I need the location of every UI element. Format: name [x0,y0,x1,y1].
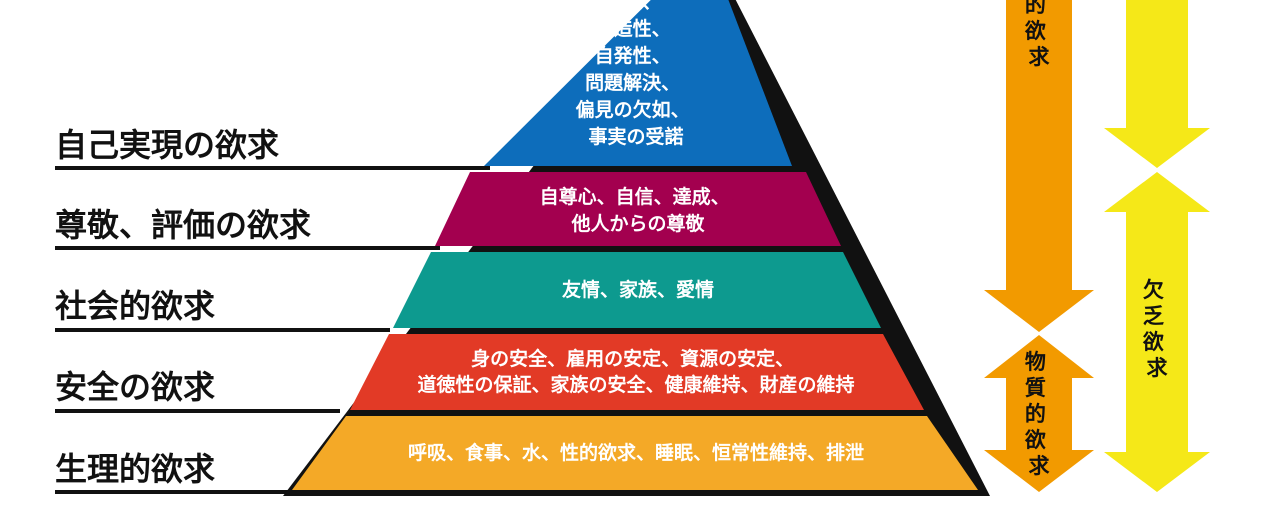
yellow-arrow-double [1104,172,1210,492]
tier-line: 自尊心、自信、達成、 [540,185,730,208]
label-char: 質 [1025,376,1046,400]
pyramid-tier-esteem [435,172,841,246]
level-label-physiological: 生理的欲求 [55,450,215,488]
tier-line: 道徳性の保証、家族の安全、健康維持、財産の維持 [417,373,854,396]
orange-bottom-label: 物 質 的 欲 求 [1024,350,1053,478]
label-char: 求 [1029,45,1050,69]
level-labels: 自己実現の欲求 尊敬、評価の欲求 社会的欲求 安全の欲求 生理的欲求 [55,126,490,494]
level-label-social: 社会的欲求 [55,287,215,325]
tier-line: 友情、家族、愛情 [562,278,714,301]
orange-arrow-double [984,335,1094,492]
tier-line: 身の安全、雇用の安定、資源の安定、 [471,347,794,370]
yellow-arrows: 欠 乏 欲 求 [1104,0,1210,492]
label-char: 欲 [1142,330,1164,354]
pyramid-tier-social [393,252,881,328]
tier-line: 問題解決、 [585,71,680,94]
label-char: 乏 [1143,304,1164,328]
tier-text-safety: 身の安全、雇用の安定、資源の安定、 道徳性の保証、家族の安全、健康維持、財産の維… [417,347,854,396]
level-label-safety: 安全の欲求 [55,368,215,406]
tier-text-social: 友情、家族、愛情 [562,278,714,301]
tier-line: 自発性、 [595,44,671,67]
label-char: 的 [1025,0,1046,17]
orange-arrows: 的 欲 求 物 質 的 欲 求 [984,0,1094,492]
tier-line: 事実の受諾 [588,125,683,148]
label-char: 欠 [1143,278,1164,302]
orange-arrow-down [984,0,1094,332]
label-char: 求 [1029,454,1050,478]
tier-text-self-actualization: 道徳、 創造性、 自発性、 問題解決、 偏見の欠如、 事実の受諾 [576,0,697,148]
tier-line: 他人からの尊敬 [570,212,705,235]
yellow-label: 欠 乏 欲 求 [1142,278,1171,380]
tier-text-physiological: 呼吸、食事、水、性的欲求、睡眠、恒常性維持、排泄 [408,441,864,464]
level-label-esteem: 尊敬、評価の欲求 [55,206,311,244]
tier-line: 創造性、 [595,17,671,40]
level-label-self-actualization: 自己実現の欲求 [55,126,279,164]
yellow-arrow-down [1104,0,1210,168]
pyramid-tier-physiological [292,416,978,490]
tier-line: 道徳、 [604,0,661,13]
label-char: 求 [1147,356,1168,380]
tier-line: 偏見の欠如、 [576,98,690,121]
pyramid-tier-safety [350,334,924,410]
label-char: 欲 [1024,428,1046,452]
label-char: 物 [1025,350,1046,374]
orange-top-label: 的 欲 求 [1024,0,1053,69]
label-char: 的 [1025,402,1046,426]
label-char: 欲 [1024,19,1046,43]
pyramid-tier-self-actualization [484,0,792,166]
tier-text-esteem: 自尊心、自信、達成、 他人からの尊敬 [540,185,737,235]
pyramid: 道徳、 創造性、 自発性、 問題解決、 偏見の欠如、 事実の受諾 自尊心、自信、… [283,0,990,496]
tier-line: 呼吸、食事、水、性的欲求、睡眠、恒常性維持、排泄 [408,441,864,464]
